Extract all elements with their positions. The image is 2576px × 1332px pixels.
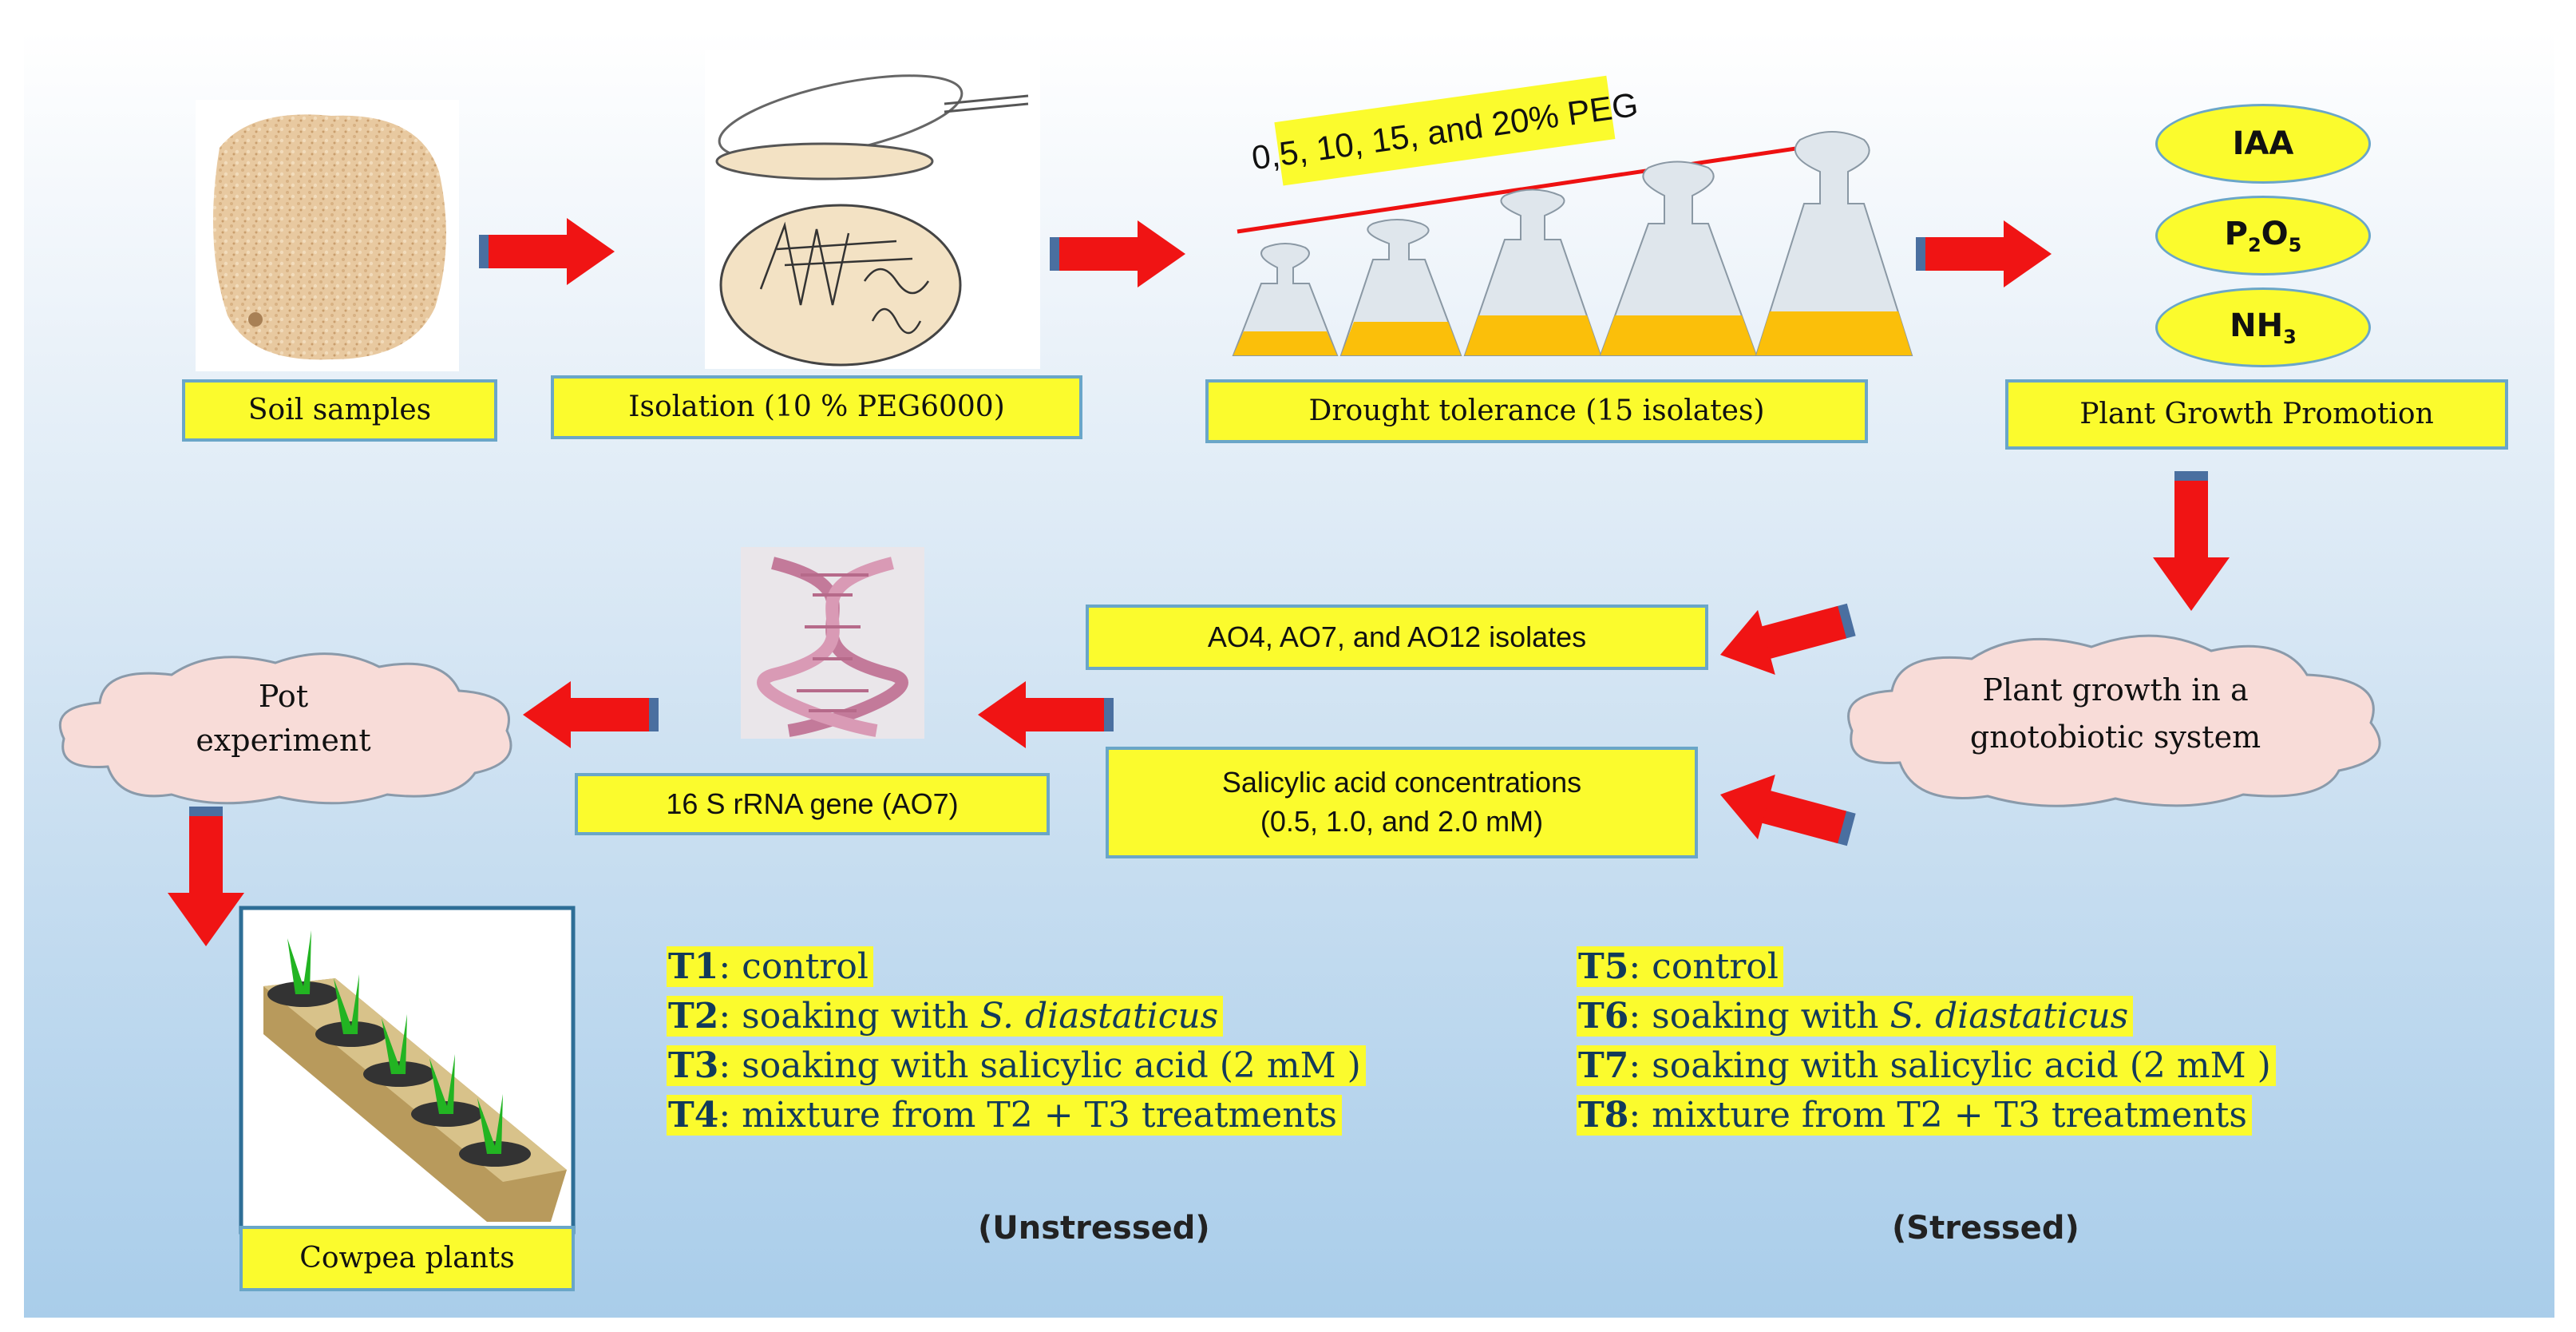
arrow-drought-to-promotion: [1916, 220, 2052, 287]
dna-helix-image: [741, 547, 924, 739]
p2o5-oval: P2O5: [2155, 196, 2371, 276]
nh3-oval: NH3: [2155, 287, 2371, 367]
isolation-label: Isolation (10 % PEG6000): [551, 375, 1082, 439]
treatment-t5: T5: control: [1577, 942, 2276, 992]
flask-10-percent: [1463, 188, 1602, 356]
rrna-gene-label: 16 S rRNA gene (AO7): [575, 773, 1050, 835]
treatment-t4: T4: mixture from T2 + T3 treatments: [667, 1091, 1366, 1140]
drought-tolerance-label: Drought tolerance (15 isolates): [1205, 379, 1868, 443]
plant-growth-promotion-label: Plant Growth Promotion: [2005, 379, 2508, 450]
pot-experiment-text: Pot experiment: [196, 679, 371, 759]
peg-gradient-arrow: [1237, 141, 1829, 234]
flask-0-percent: [1232, 243, 1339, 356]
treatment-t8: T8: mixture from T2 + T3 treatments: [1577, 1091, 2276, 1140]
iaa-oval: IAA: [2155, 104, 2371, 184]
soil-samples-label: Soil samples: [182, 379, 497, 442]
treatment-t3: T3: soaking with salicylic acid (2 mM ): [667, 1041, 1366, 1091]
petri-dish-image: [705, 50, 1040, 369]
cowpea-plants-label: Cowpea plants: [239, 1226, 575, 1291]
flask-20-percent: [1755, 131, 1913, 356]
gnotobiotic-cloud-text: Plant growth in a gnotobiotic system: [1969, 672, 2261, 755]
treatment-t7: T7: soaking with salicylic acid (2 mM ): [1577, 1041, 2276, 1091]
flask-15-percent: [1599, 161, 1758, 356]
gnotobiotic-cloud: [1847, 634, 2381, 807]
arrow-to-rrna: [978, 681, 1114, 748]
stressed-treatment-list: T5: control T6: soaking with S. diastati…: [1577, 942, 2276, 1140]
arrow-rrna-to-pot: [523, 681, 659, 748]
treatment-t1: T1: control: [667, 942, 1366, 992]
unstressed-heading: (Unstressed): [978, 1210, 1210, 1247]
flask-5-percent: [1339, 219, 1462, 356]
cowpea-plants-image: [239, 906, 576, 1235]
isolates-label: AO4, AO7, and AO12 isolates: [1086, 605, 1708, 670]
salicylic-acid-label: Salicylic acid concentrations (0.5, 1.0,…: [1106, 747, 1698, 858]
flask-series-image: 0,5, 10, 15, and 20% PEG: [1232, 75, 1913, 356]
arrow-pot-to-cowpea: [168, 807, 244, 946]
stressed-heading: (Stressed): [1892, 1210, 2079, 1247]
pot-experiment-cloud: [58, 652, 512, 805]
soil-sample-image: [196, 100, 459, 371]
treatment-t2: T2: soaking with S. diastaticus: [667, 992, 1366, 1041]
arrow-isolation-to-drought: [1050, 220, 1185, 287]
unstressed-treatment-list: T1: control T2: soaking with S. diastati…: [667, 942, 1366, 1140]
arrow-promotion-to-gnotobiotic: [2153, 471, 2230, 611]
treatment-t6: T6: soaking with S. diastaticus: [1577, 992, 2276, 1041]
arrow-soil-to-isolation: [479, 218, 615, 285]
